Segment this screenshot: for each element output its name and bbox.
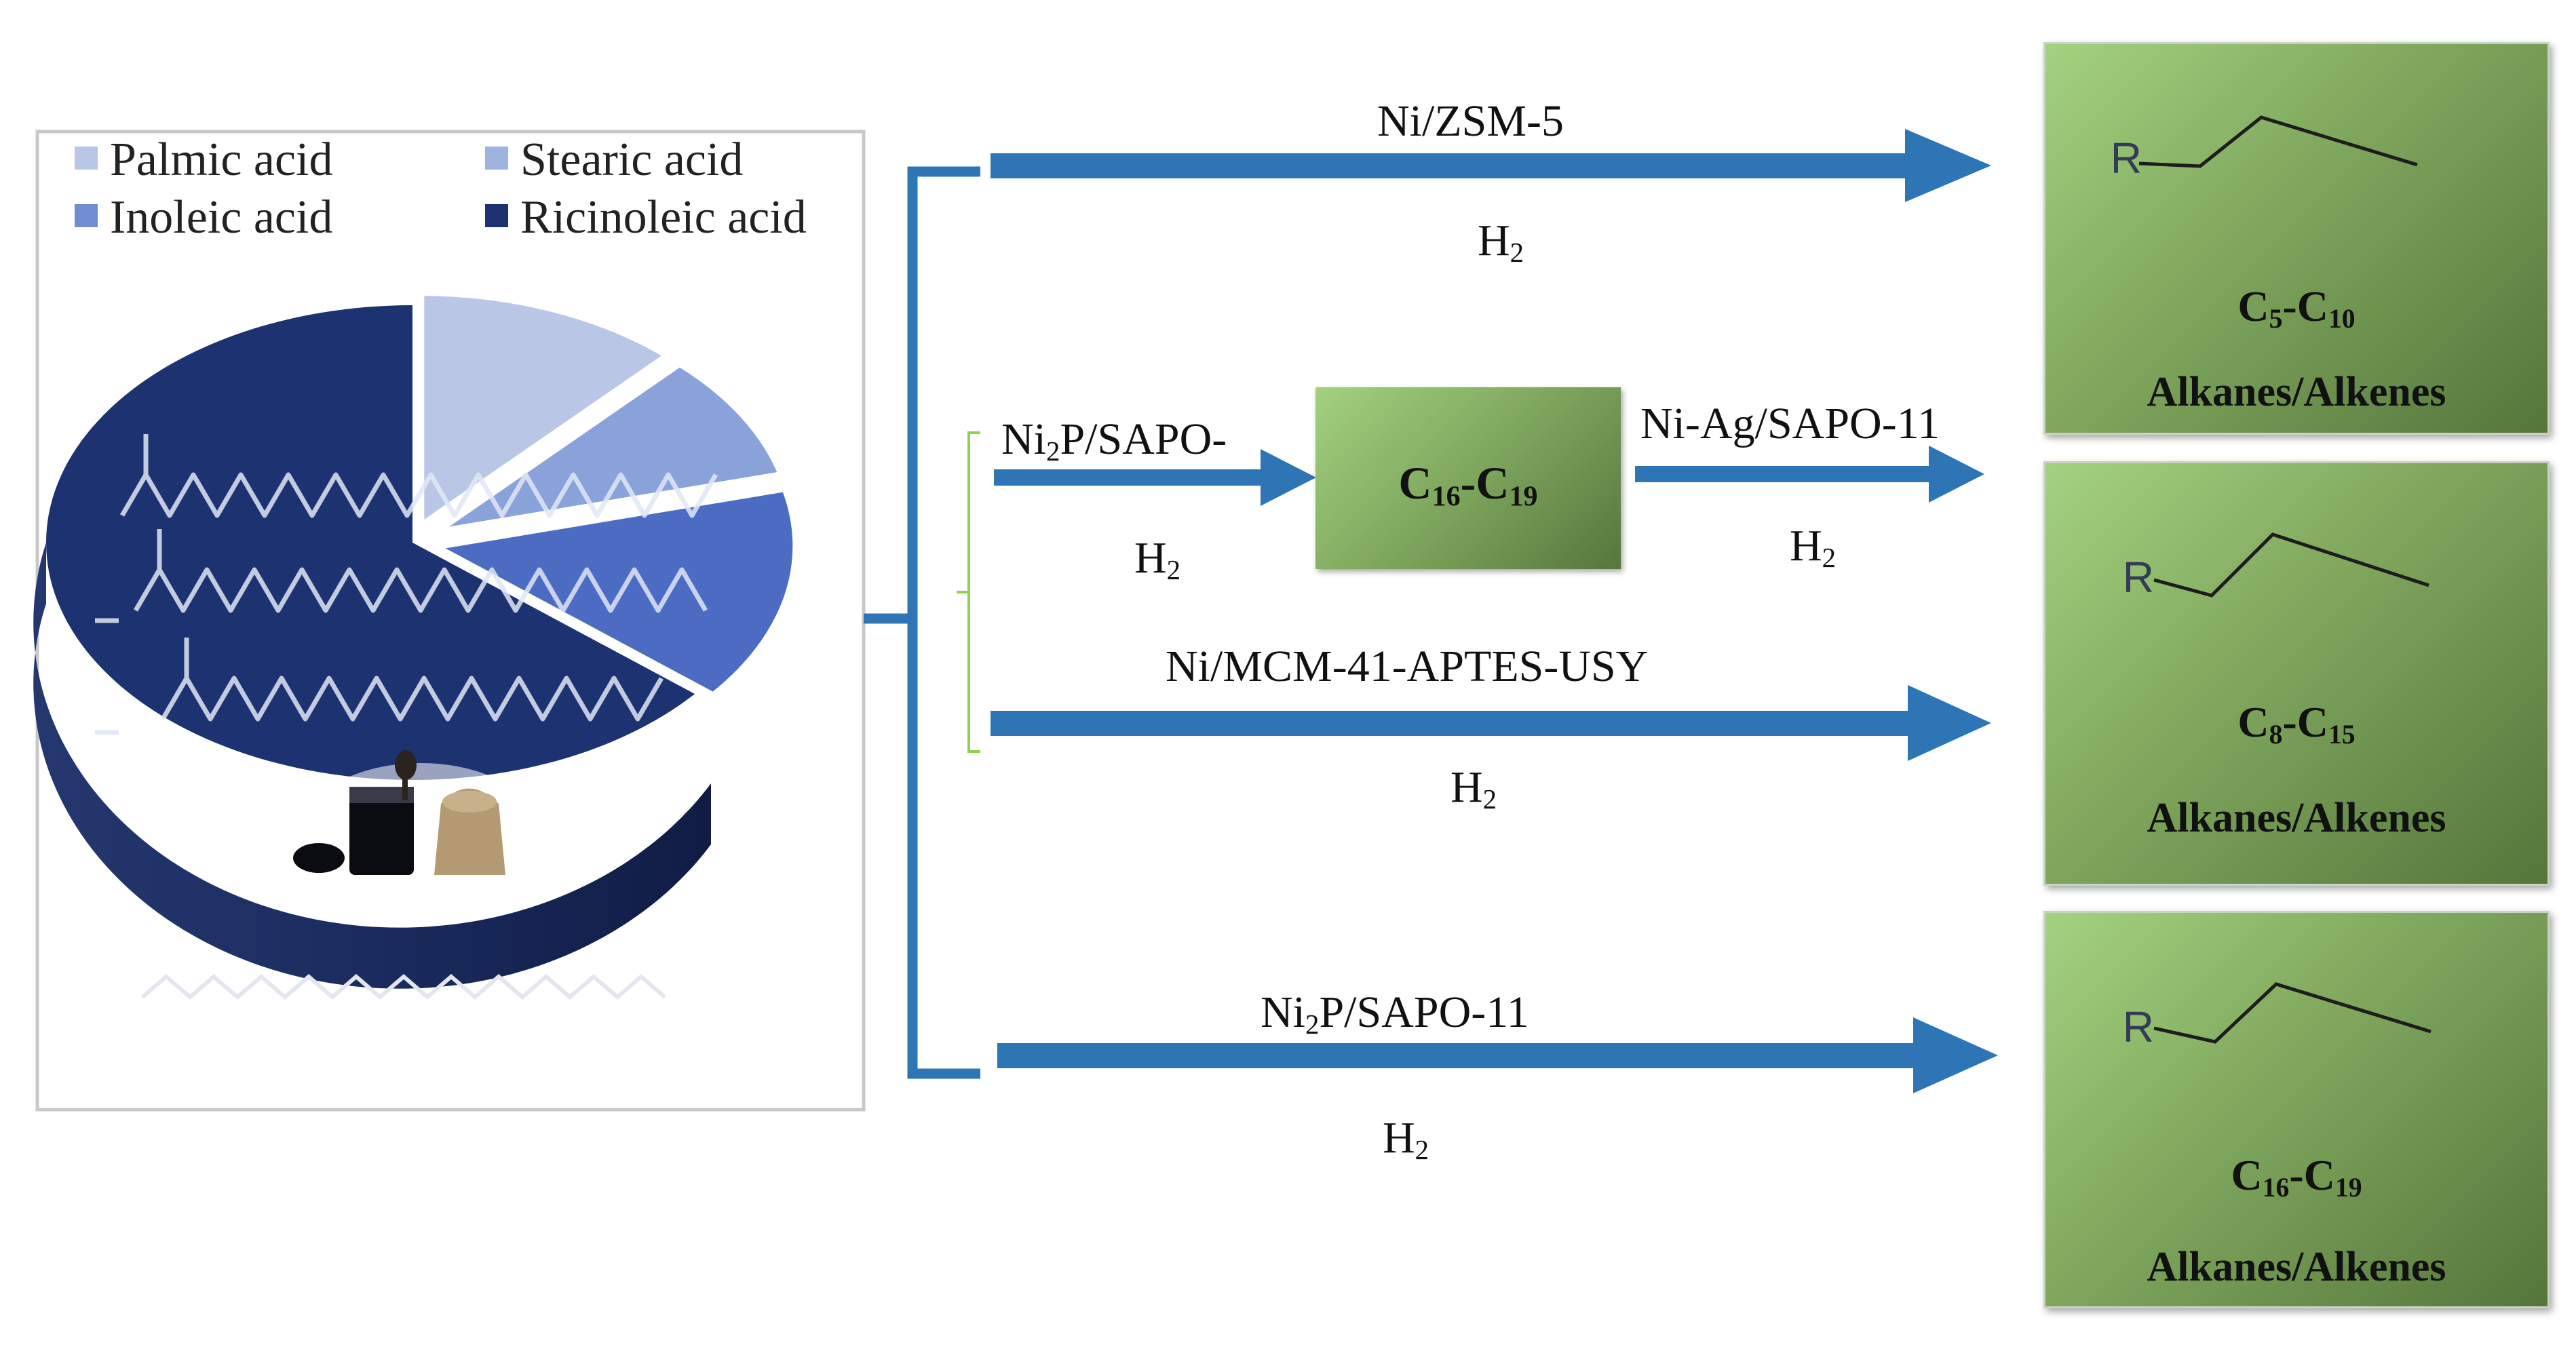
product-range: C16-C19 xyxy=(2231,1151,2362,1203)
pie-slices xyxy=(45,286,803,780)
route2a-catalyst: Ni2P/SAPO- xyxy=(1001,414,1227,467)
arrow-route4-head xyxy=(1913,1017,1998,1093)
r-group-label: R xyxy=(2123,553,2154,602)
legend-swatch xyxy=(485,147,508,170)
pie-slice xyxy=(45,305,695,780)
alkyl-chain-structure: R xyxy=(2123,982,2431,1051)
route4-gas: H2 xyxy=(1383,1113,1429,1166)
route2a-gas: H2 xyxy=(1134,533,1181,586)
r-group-label: R xyxy=(2123,1002,2154,1051)
route4-catalyst: Ni2P/SAPO-11 xyxy=(1261,988,1529,1040)
product-range: C5-C10 xyxy=(2237,282,2356,334)
green-bracket xyxy=(957,431,980,753)
product-range: C8-C15 xyxy=(2237,698,2356,749)
arrow-route3-shaft xyxy=(991,711,1917,736)
pie-slice xyxy=(415,286,679,538)
route2b-gas: H2 xyxy=(1790,521,1837,574)
arrow-route4-shaft xyxy=(997,1043,1921,1068)
fatty-acid-chains xyxy=(95,434,718,735)
arrow-route2b-head xyxy=(1929,446,1984,503)
legend-swatch xyxy=(485,204,508,227)
intermediate-range: C16-C19 xyxy=(1398,457,1538,513)
arrow-route2a-shaft xyxy=(994,469,1265,486)
oil-and-seeds-image xyxy=(293,750,536,892)
product-box-3: R C16-C19 Alkanes/Alkenes xyxy=(2043,911,2550,1308)
route1-gas: H2 xyxy=(1478,216,1524,269)
legend-swatch xyxy=(75,204,98,227)
arrow-route2a-head xyxy=(1261,449,1316,506)
product-class: Alkanes/Alkenes xyxy=(2147,369,2446,415)
arrow-route3-head xyxy=(1908,685,1991,761)
legend-label: Palmic acid xyxy=(110,134,333,186)
legend-swatch xyxy=(75,147,98,170)
route2b-catalyst: Ni-Ag/SAPO-11 xyxy=(1640,399,1940,448)
product-box-1: R C5-C10 Alkanes/Alkenes xyxy=(2043,42,2550,435)
arrow-route1-head xyxy=(1905,129,1991,202)
alkyl-chain-structure: R xyxy=(2111,115,2418,182)
route1-catalyst: Ni/ZSM-5 xyxy=(1377,96,1564,146)
arrow-route1-shaft xyxy=(991,153,1913,178)
arrow-route2b-shaft xyxy=(1635,466,1934,482)
chain-reflection xyxy=(141,974,666,1000)
legend-label: Inoleic acid xyxy=(110,191,332,243)
route3-catalyst: Ni/MCM-41-APTES-USY xyxy=(1166,642,1649,691)
pie-slice xyxy=(416,482,803,703)
product-class: Alkanes/Alkenes xyxy=(2147,795,2446,841)
r-group-label: R xyxy=(2111,134,2142,182)
route3-gas: H2 xyxy=(1450,762,1497,815)
legend-label: Ricinoleic acid xyxy=(520,191,807,243)
intermediate-box: C16-C19 xyxy=(1315,387,1621,569)
product-class: Alkanes/Alkenes xyxy=(2147,1244,2446,1290)
product-box-2: R C8-C15 Alkanes/Alkenes xyxy=(2043,461,2550,886)
legend-label: Stearic acid xyxy=(520,134,743,186)
alkyl-chain-structure: R xyxy=(2123,532,2429,602)
